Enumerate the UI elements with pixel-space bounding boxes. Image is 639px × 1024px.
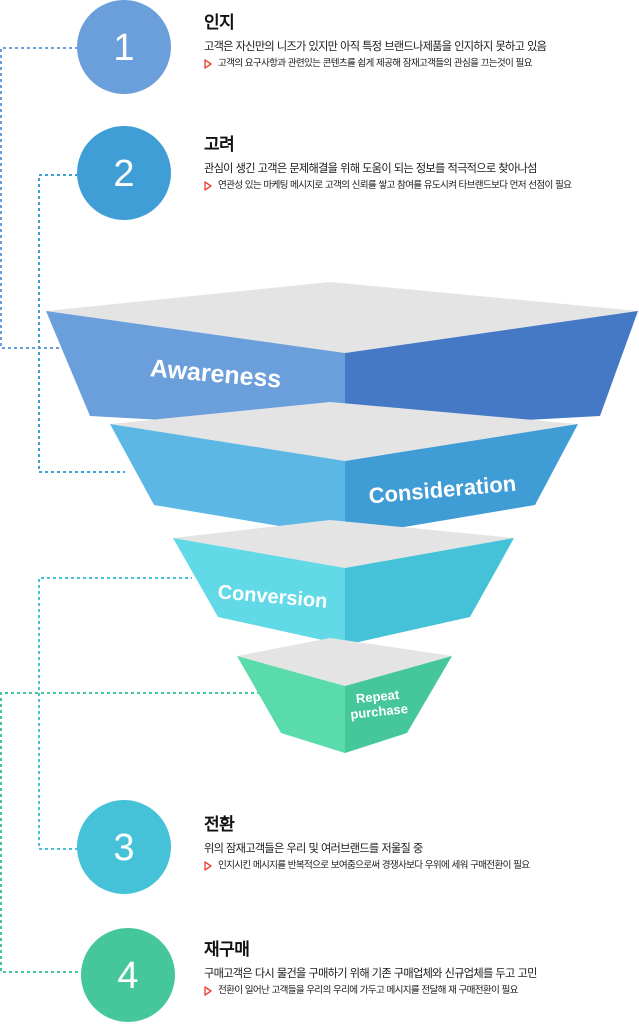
step-note-text: 전환이 일어난 고객들을 우리의 우리에 가두고 메시지를 전달해 재 구매전환…	[218, 985, 518, 996]
step-1-text: 인지 고객은 자신만의 니즈가 있지만 아직 특정 브랜드나제품을 인지하지 못…	[204, 13, 639, 71]
step-number: 4	[117, 955, 138, 997]
step-2-circle: 2	[77, 126, 171, 220]
funnel-layer-3: Conversion	[173, 520, 514, 645]
step-circle-bg	[77, 0, 171, 94]
funnel-layer-4: Repeatpurchase	[237, 638, 452, 753]
funnel-right-face	[345, 311, 638, 430]
step-number: 3	[113, 827, 134, 869]
step-note-text: 고객의 요구사항과 관련있는 콘텐츠를 쉽게 제공해 잠재고객들의 관심을 끄는…	[218, 58, 532, 69]
triangle-right-outline-icon	[204, 59, 212, 69]
connector-line-2	[38, 174, 125, 473]
funnel-top-face	[237, 638, 452, 686]
funnel-left-face	[46, 311, 345, 430]
step-title: 고려	[204, 135, 235, 155]
step-note: 인지시킨 메시지를 반복적으로 보여줌으로써 경쟁사보다 우위에 세워 구매전환…	[204, 859, 639, 873]
step-number: 2	[113, 153, 134, 195]
step-title: 전환	[204, 815, 235, 835]
funnel-left-face	[237, 656, 345, 753]
funnel: AwarenessConsiderationConversionRepeatpu…	[46, 282, 638, 753]
connector-line-3	[38, 577, 192, 850]
step-note: 고객의 요구사항과 관련있는 콘텐츠를 쉽게 제공해 잠재고객들의 관심을 끄는…	[204, 57, 639, 71]
triangle-right-outline-icon	[204, 181, 212, 191]
step-note: 전환이 일어난 고객들을 우리의 우리에 가두고 메시지를 전달해 재 구매전환…	[204, 984, 639, 998]
funnel-right-face	[345, 656, 452, 753]
step-circle-bg	[81, 928, 175, 1022]
step-3-circle: 3	[77, 800, 171, 894]
funnel-label: Repeatpurchase	[348, 686, 409, 722]
funnel-layer-1: Awareness	[46, 282, 638, 430]
step-note-text: 인지시킨 메시지를 반복적으로 보여줌으로써 경쟁사보다 우위에 세워 구매전환…	[218, 860, 530, 871]
step-circles: 1 2 3 4	[77, 0, 175, 1022]
step-4-text: 재구매 구매고객은 다시 물건을 구매하기 위해 기존 구매업체와 신규업체를 …	[204, 940, 639, 998]
funnel-label-line: purchase	[350, 701, 409, 722]
funnel-label-line: Repeat	[355, 687, 400, 707]
step-description: 관심이 생긴 고객은 문제해결을 위해 도움이 되는 정보를 적극적으로 찾아나…	[204, 162, 537, 175]
funnel-layer-2: Consideration	[110, 402, 578, 537]
step-title: 인지	[204, 13, 235, 33]
triangle-right-outline-icon	[204, 861, 212, 871]
step-description: 고객은 자신만의 니즈가 있지만 아직 특정 브랜드나제품을 인지하지 못하고 …	[204, 40, 547, 53]
step-note-text: 연관성 있는 마케팅 메시지로 고객의 신뢰를 쌓고 참여를 유도시켜 타브랜드…	[218, 180, 572, 191]
step-description: 구매고객은 다시 물건을 구매하기 위해 기존 구매업체와 신규업체를 두고 고…	[204, 967, 537, 980]
connector-line-1	[0, 47, 78, 349]
step-number: 1	[113, 27, 134, 69]
funnel-left-face	[110, 424, 345, 537]
step-description: 위의 잠재고객들은 우리 및 여러브랜드를 저울질 중	[204, 842, 423, 855]
connector-line-4	[0, 692, 262, 973]
step-3-text: 전환 위의 잠재고객들은 우리 및 여러브랜드를 저울질 중 인지시킨 메시지를…	[204, 815, 639, 873]
funnel-top-face	[46, 282, 638, 353]
step-circle-bg	[77, 800, 171, 894]
step-title: 재구매	[204, 940, 250, 960]
triangle-right-outline-icon	[204, 986, 212, 996]
connector-lines	[0, 47, 262, 973]
funnel-top-face	[110, 402, 578, 461]
step-note: 연관성 있는 마케팅 메시지로 고객의 신뢰를 쌓고 참여를 유도시켜 타브랜드…	[204, 179, 639, 193]
step-1-circle: 1	[77, 0, 171, 94]
funnel-top-face	[173, 520, 514, 568]
funnel-right-face	[345, 538, 514, 645]
step-2-text: 고려 관심이 생긴 고객은 문제해결을 위해 도움이 되는 정보를 적극적으로 …	[204, 135, 639, 193]
funnel-right-face	[345, 424, 578, 537]
step-4-circle: 4	[81, 928, 175, 1022]
step-circle-bg	[77, 126, 171, 220]
funnel-left-face	[173, 538, 345, 645]
